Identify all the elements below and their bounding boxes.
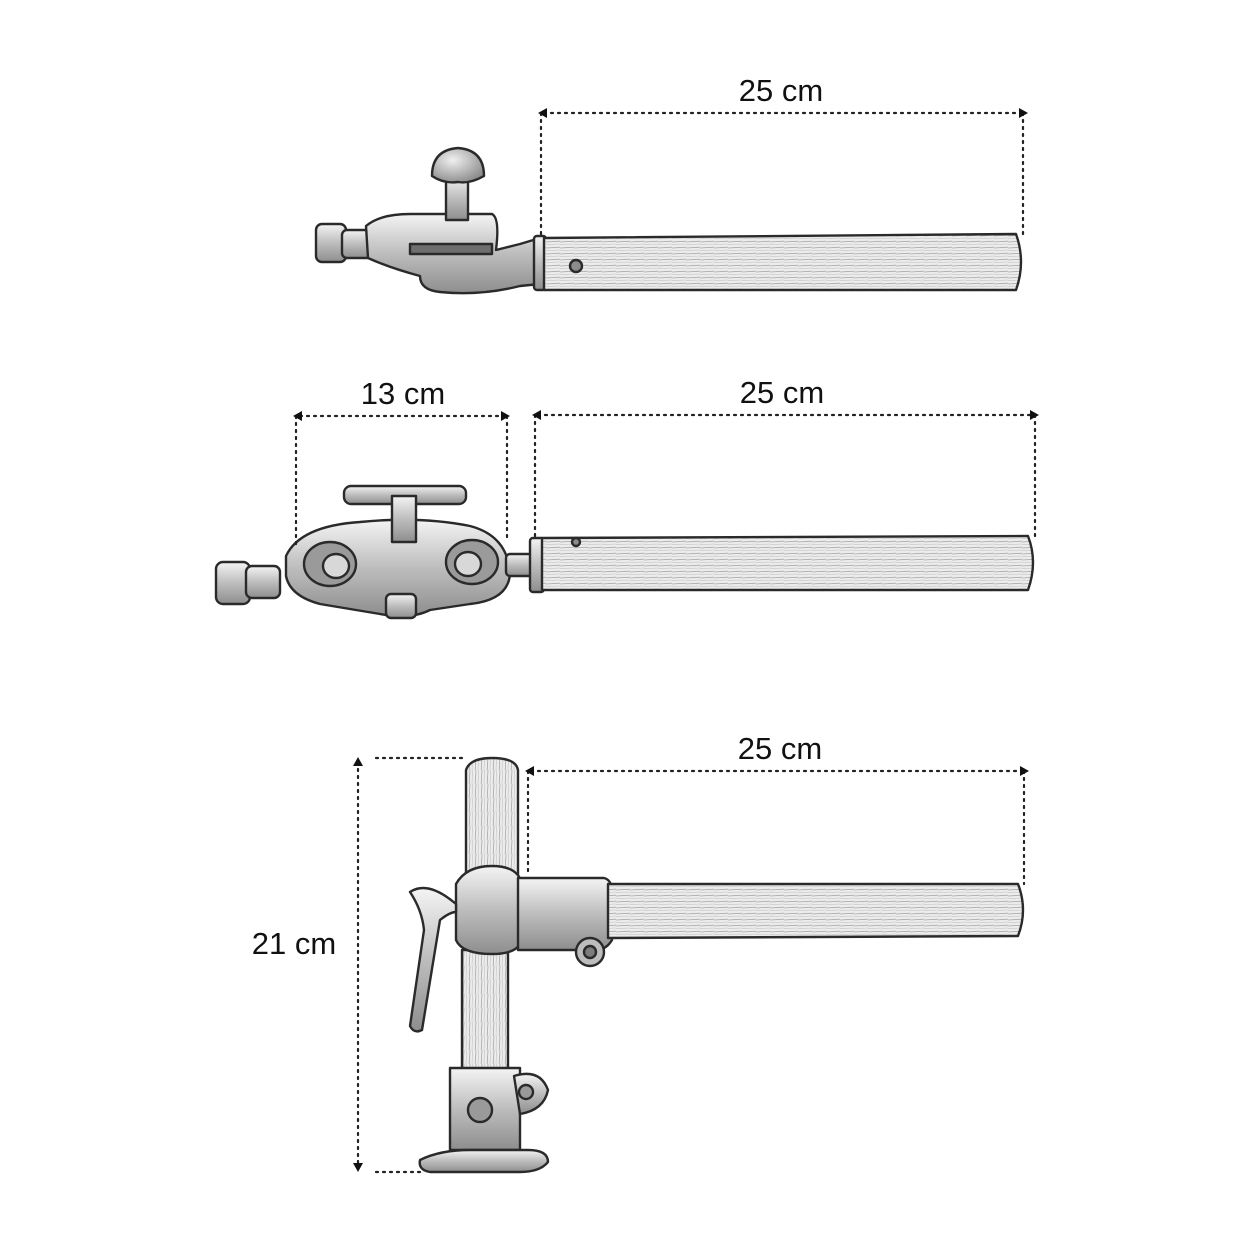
socket-bolt — [466, 1096, 494, 1124]
arrow-head — [501, 411, 510, 421]
jaw-slot — [408, 242, 494, 256]
arrow-head — [1030, 410, 1039, 420]
neck — [244, 564, 282, 600]
vertical-post-lower — [460, 948, 510, 1074]
swivel-ring-hole — [453, 550, 483, 578]
clamp-block — [454, 864, 524, 956]
base-foot — [418, 1148, 550, 1174]
arrow-head — [353, 757, 363, 766]
rod-screw — [568, 258, 584, 274]
socket-pin — [517, 1083, 535, 1101]
clamp-figure-3: 25 cm 21 cm — [252, 731, 1029, 1174]
swivel-ring-hole — [321, 552, 351, 580]
knob — [430, 146, 486, 184]
arrow-head — [1020, 766, 1029, 776]
lower-tab — [384, 592, 418, 620]
arrow-head — [525, 766, 534, 776]
height-label: 21 cm — [252, 926, 336, 961]
rod-length-label: 25 cm — [738, 731, 822, 766]
wooden-rod — [540, 534, 1035, 592]
clamp-figure-2: 13 cm 25 cm — [214, 375, 1039, 620]
t-handle-stem — [390, 494, 418, 544]
sleeve-bolt-center — [582, 944, 598, 960]
arrow-head — [353, 1163, 363, 1172]
arrow-head — [1019, 108, 1028, 118]
arrow-head — [293, 411, 302, 421]
clamp-width-label: 13 cm — [361, 376, 445, 411]
rod-length-label: 25 cm — [739, 73, 823, 108]
rod-screw — [570, 536, 582, 548]
wooden-rod — [542, 232, 1023, 292]
wooden-rod — [606, 882, 1025, 940]
rod-length-label: 25 cm — [740, 375, 824, 410]
arrow-head — [538, 108, 547, 118]
lock-lever — [408, 886, 458, 1033]
vertical-post — [464, 756, 520, 878]
clamp-figure-1: 25 cm — [314, 73, 1028, 295]
arrow-head — [532, 410, 541, 420]
